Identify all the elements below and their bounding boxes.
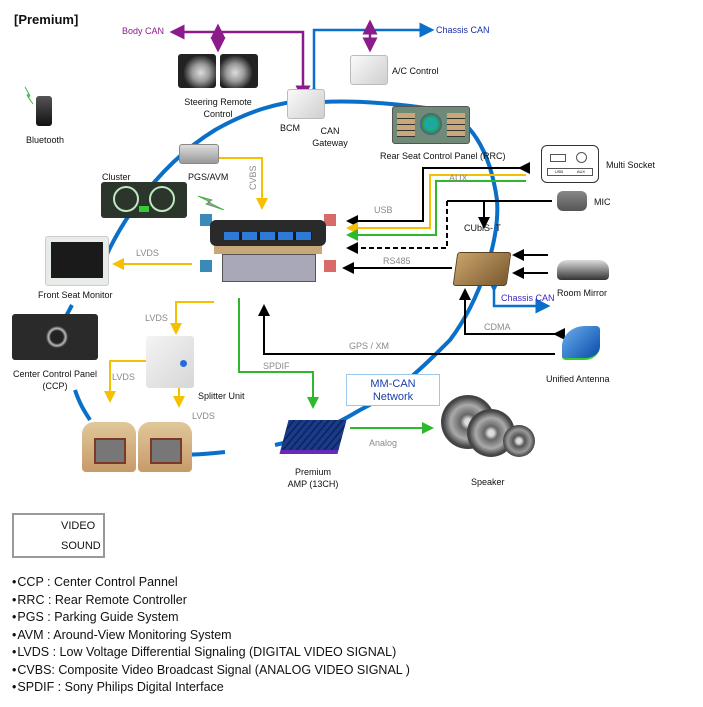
multi-socket-usb-label: USB bbox=[554, 169, 564, 174]
bluetooth-bolt-icon bbox=[24, 86, 34, 105]
aux-label: AUX bbox=[449, 173, 468, 183]
bluetooth-bolt-icon-headunit bbox=[197, 195, 225, 211]
speaker-image bbox=[441, 395, 537, 465]
splitter-unit-image bbox=[146, 336, 194, 388]
legend: VIDEO SOUND bbox=[12, 513, 105, 558]
aux-sound-line bbox=[346, 180, 526, 241]
ccp-label: Center Control Panel(CCP) bbox=[12, 369, 98, 391]
room-mirror-image bbox=[557, 260, 609, 280]
lvds-left-label: LVDS bbox=[112, 372, 135, 382]
spdif-line bbox=[238, 298, 319, 409]
cdma-line bbox=[459, 288, 565, 340]
unified-antenna-image bbox=[556, 320, 606, 364]
aux-video-line bbox=[346, 174, 526, 234]
multi-socket-aux-label: AUX bbox=[576, 169, 586, 174]
cubis-t-image bbox=[452, 252, 512, 286]
multi-socket-image: USB AUX bbox=[541, 145, 599, 183]
abbreviation-item: CCP : Center Control Pannel bbox=[12, 574, 410, 592]
abbreviation-item: AVM : Around-View Monitoring System bbox=[12, 627, 410, 645]
cubis-chassis-can-label: Chassis CAN bbox=[501, 293, 555, 303]
steering-remote-image-2 bbox=[220, 54, 258, 88]
lvds-left-line bbox=[104, 360, 146, 403]
abbreviation-list: CCP : Center Control Pannel RRC : Rear R… bbox=[12, 574, 410, 697]
diagram-title: [Premium] bbox=[14, 12, 79, 27]
steering-remote-image bbox=[178, 54, 216, 88]
speaker-label: Speaker bbox=[471, 477, 505, 487]
unified-antenna-label: Unified Antenna bbox=[546, 374, 610, 384]
mic-image bbox=[557, 191, 587, 211]
bluetooth-label: Bluetooth bbox=[25, 135, 65, 145]
gps-xm-label: GPS / XM bbox=[349, 341, 390, 351]
abbreviation-item: RRC : Rear Remote Controller bbox=[12, 592, 410, 610]
analog-label: Analog bbox=[369, 438, 398, 448]
room-mirror-label: Room Mirror bbox=[557, 288, 608, 298]
head-unit-image bbox=[196, 210, 340, 284]
mic-dashed-line bbox=[346, 201, 448, 254]
chassis-can-line bbox=[306, 22, 435, 101]
legend-video-label: VIDEO bbox=[61, 520, 96, 532]
ccp-image bbox=[12, 314, 98, 360]
rear-seat-monitor-left-image bbox=[82, 422, 136, 472]
spdif-label: SPDIF bbox=[263, 361, 290, 371]
rrc-image bbox=[392, 106, 470, 144]
cubis-t-label: CUbiS- T bbox=[464, 223, 501, 233]
rs485-label: RS485 bbox=[383, 256, 411, 266]
splitter-unit-label: Splitter Unit bbox=[198, 391, 245, 401]
rear-seat-monitor-right-image bbox=[138, 422, 192, 472]
pgs-avm-image bbox=[179, 144, 219, 164]
cvbs-line bbox=[218, 157, 268, 210]
cluster-label: Cluster bbox=[102, 172, 131, 182]
chassis-can-label: Chassis CAN bbox=[436, 25, 490, 35]
cluster-image bbox=[101, 182, 187, 218]
usb-line bbox=[346, 162, 530, 227]
abbreviation-item: PGS : Parking Guide System bbox=[12, 609, 410, 627]
ac-control-label: A/C Control bbox=[392, 66, 439, 76]
pgs-avm-label: PGS/AVM bbox=[188, 172, 229, 182]
bcm-label: BCM bbox=[280, 123, 300, 133]
lvds-splitter-label: LVDS bbox=[145, 313, 168, 323]
usb-label: USB bbox=[374, 205, 393, 215]
lvds-front-label: LVDS bbox=[136, 248, 159, 258]
legend-sound-label: SOUND bbox=[61, 540, 101, 552]
bluetooth-phone-image bbox=[36, 96, 52, 126]
cdma-label: CDMA bbox=[484, 322, 511, 332]
front-seat-monitor-image bbox=[45, 236, 109, 286]
body-can-label: Body CAN bbox=[122, 26, 165, 36]
abbreviation-item: CVBS: Composite Video Broadcast Signal (… bbox=[12, 662, 410, 680]
gps-xm-line bbox=[258, 304, 555, 355]
ac-control-image bbox=[350, 55, 388, 85]
premium-amp-image bbox=[278, 412, 348, 458]
abbreviation-item: LVDS : Low Voltage Differential Signalin… bbox=[12, 644, 410, 662]
lvds-splitter-line bbox=[170, 301, 214, 335]
front-seat-monitor-label: Front Seat Monitor bbox=[38, 290, 113, 300]
bcm-image bbox=[287, 89, 325, 119]
rrc-label: Rear Seat Control Panel (RRC) bbox=[380, 151, 506, 161]
multi-socket-label: Multi Socket bbox=[606, 160, 656, 170]
cvbs-label: CVBS bbox=[248, 165, 258, 190]
lvds-right-label: LVDS bbox=[192, 411, 215, 421]
abbreviation-item: SPDIF : Sony Philips Digital Interface bbox=[12, 679, 410, 697]
mic-label: MIC bbox=[594, 197, 611, 207]
